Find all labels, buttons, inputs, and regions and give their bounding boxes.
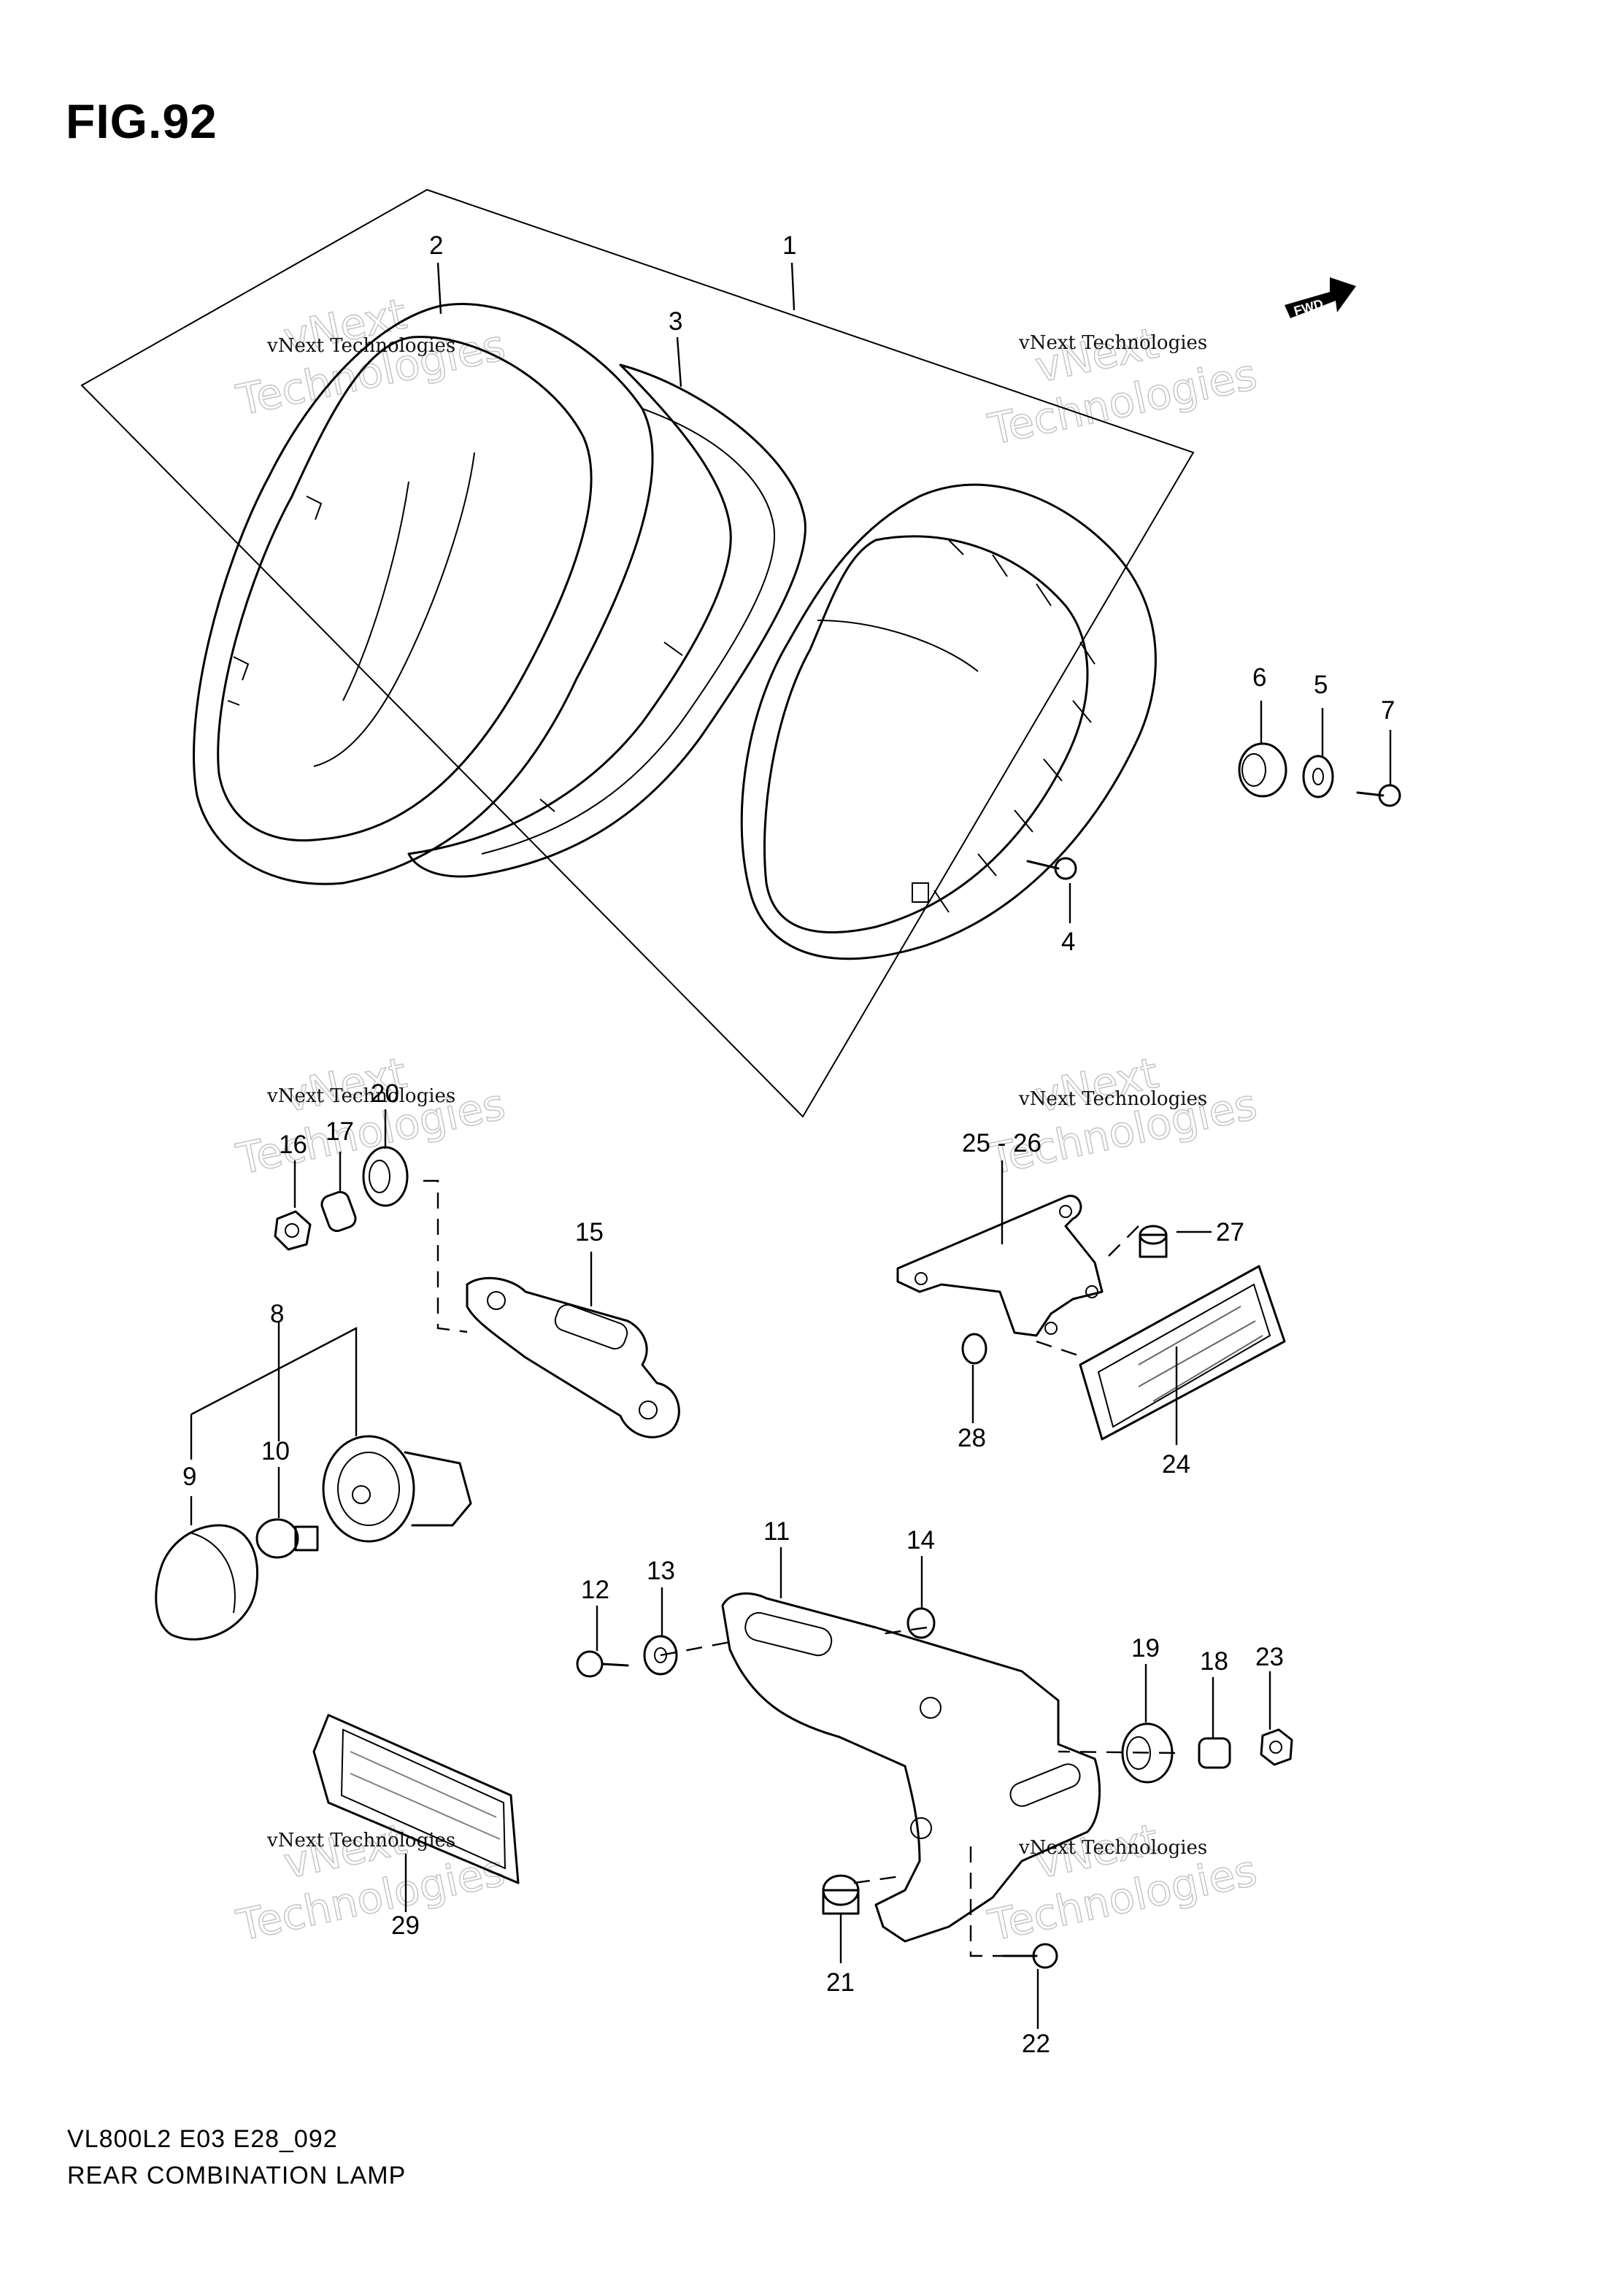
fwd-label: FWD [1292,296,1325,319]
callout-29: 29 [391,1911,420,1940]
callout-3: 3 [669,307,682,336]
watermark-small: vNext Technologies [266,335,455,357]
leader-lines [190,262,1392,2029]
callout-22: 22 [1022,2030,1050,2058]
part-socket-8 [322,1435,472,1543]
part-reflector-29 [312,1714,520,1884]
part-washer-13 [643,1635,678,1676]
callout-2: 2 [429,231,443,260]
part-bolt-12 [576,1650,629,1678]
callout-12: 12 [581,1576,609,1604]
callout-7: 7 [1381,696,1395,725]
part-collar-21 [822,1874,860,1915]
model-code: VL800L2 E03 E28_092 [67,2125,338,2153]
callout-5: 5 [1314,671,1328,699]
part-bulb-10 [255,1518,319,1559]
part-gasket [407,363,806,878]
callout-1: 1 [782,231,796,260]
watermark-group: vNext Technologies vNext Technologies vN… [231,288,1261,1952]
callout-25-26: 25 - 26 [962,1129,1041,1157]
callout-28: 28 [958,1424,986,1452]
callout-8: 8 [270,1300,284,1328]
callout-27: 27 [1216,1218,1244,1247]
callout-10: 10 [261,1437,290,1465]
part-nut-16 [274,1210,312,1251]
part-nut-28 [961,1333,987,1365]
watermark-small: vNext Technologies [1018,1088,1207,1110]
callout-19: 19 [1131,1634,1160,1663]
callout-18: 18 [1200,1647,1228,1676]
part-bracket-15 [466,1276,680,1438]
callout-labels: 1 2 3 4 5 6 7 8 9 10 11 12 13 14 15 16 1… [182,231,1395,2058]
part-grommet-20 [362,1146,409,1207]
figure-caption: REAR COMBINATION LAMP [67,2162,407,2189]
part-lamp-housing [740,483,1157,960]
part-bracket-11 [721,1592,1101,1943]
fwd-arrow-icon: FWD [1285,277,1356,318]
part-washer-5 [1302,755,1334,798]
part-nut-14 [906,1607,936,1639]
part-collar-17 [320,1190,357,1233]
callout-16: 16 [279,1130,307,1159]
callout-6: 6 [1252,663,1266,692]
callout-15: 15 [575,1218,604,1247]
callout-9: 9 [182,1463,196,1491]
part-reflector-24 [1079,1265,1286,1441]
watermark-small: vNext Technologies [266,1085,455,1107]
part-collar-18 [1198,1737,1231,1769]
watermark-small: vNext Technologies [1018,1837,1207,1859]
part-lens-9 [155,1524,259,1641]
callout-24: 24 [1162,1450,1190,1479]
callout-11: 11 [763,1517,790,1546]
part-bracket-25-26 [896,1195,1104,1337]
part-screw-4 [1026,857,1077,880]
watermark-small: vNext Technologies [1018,332,1207,354]
callout-13: 13 [647,1557,675,1585]
part-bolt-27 [1139,1225,1168,1258]
assembly-outline [80,188,1195,1118]
part-grommet-6 [1238,742,1287,798]
callout-21: 21 [826,1968,855,1997]
callout-20: 20 [371,1079,399,1108]
figure-title: FIG.92 [66,94,217,148]
part-bolt-22 [1002,1943,1058,1969]
part-nut-23 [1260,1728,1293,1766]
part-screw-7 [1356,784,1401,807]
callout-23: 23 [1255,1643,1284,1671]
callout-14: 14 [906,1526,935,1555]
callout-4: 4 [1061,928,1075,956]
callout-17: 17 [326,1117,354,1146]
watermark-small: vNext Technologies [266,1830,455,1852]
